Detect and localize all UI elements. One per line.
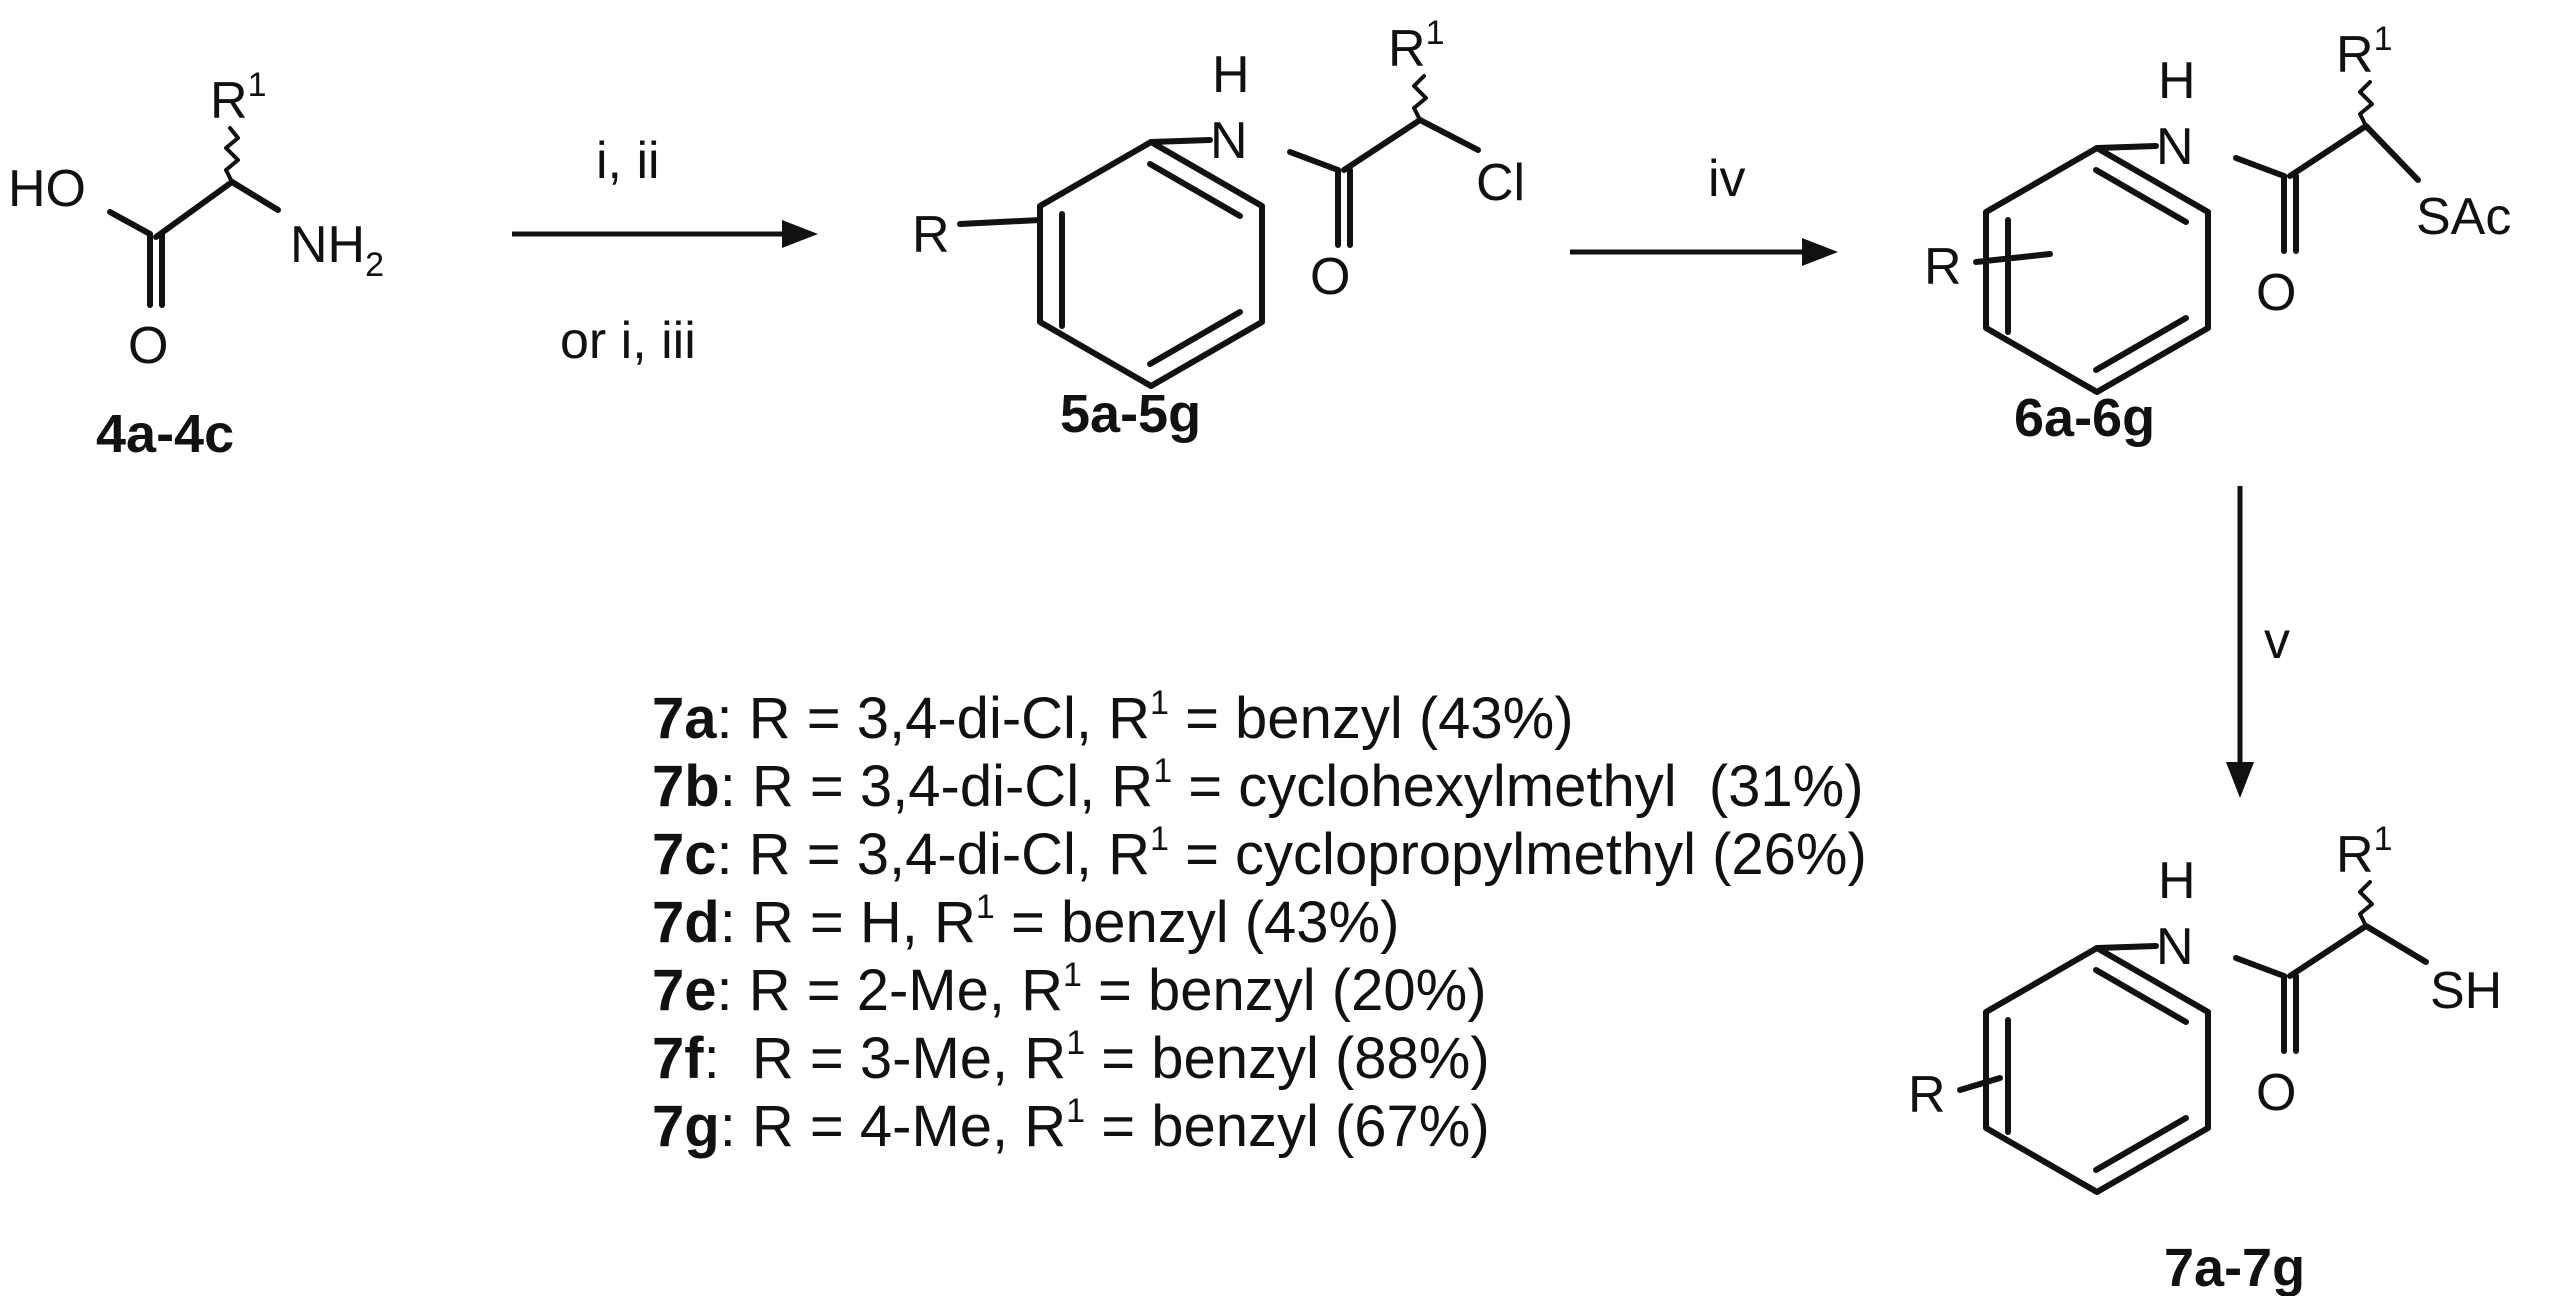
product-row-7d: 7d: R = H, R1 = benzyl (43%) (652, 888, 1399, 955)
ring-r-label: R (912, 206, 950, 264)
nh-hydrogen-label: H (2158, 852, 2196, 910)
carbonyl-oxygen-label: O (2256, 264, 2296, 322)
r1-label: R1 (1388, 14, 1444, 78)
hydroxyl-label: HO (8, 160, 86, 218)
nh-nitrogen-label: N (2156, 918, 2194, 976)
compound-5a-5g: H N O Cl R R1 5a-5g (912, 14, 1525, 444)
compound-id-6a-6g: 6a-6g (2014, 388, 2155, 448)
step1-reagents-below: or i, iii (560, 312, 696, 370)
nh-hydrogen-label: H (1212, 46, 1250, 104)
compound-id-5a-5g: 5a-5g (1060, 384, 1201, 444)
product-row-7g: 7g: R = 4-Me, R1 = benzyl (67%) (652, 1092, 1490, 1159)
compound-4-bonds (107, 126, 281, 308)
nh-nitrogen-label: N (1210, 112, 1248, 170)
carbonyl-oxygen-label: O (2256, 1064, 2296, 1122)
product-row-7c: 7c: R = 3,4-di-Cl, R1 = cyclopropylmethy… (652, 820, 1867, 887)
thiol-label: SH (2430, 962, 2502, 1020)
thioacetate-label: SAc (2416, 188, 2511, 246)
product-list: 7a: R = 3,4-di-Cl, R1 = benzyl (43%)7b: … (652, 684, 1867, 1159)
product-row-7b: 7b: R = 3,4-di-Cl, R1 = cyclohexylmethyl… (652, 752, 1864, 819)
r1-label: R1 (210, 66, 266, 130)
carbonyl-oxygen-label: O (128, 317, 168, 375)
ring-r-label: R (1908, 1066, 1946, 1124)
compound-5-bonds (957, 74, 1481, 389)
compound-4a-4c: HO O NH2 R1 4a-4c (8, 66, 384, 464)
compound-6a-6g: H N O SAc R R1 6a-6g (1924, 20, 2511, 448)
nh-nitrogen-label: N (2156, 118, 2194, 176)
amine-label: NH2 (290, 216, 384, 284)
ring-r-label: R (1924, 238, 1962, 296)
chlorine-label: Cl (1476, 154, 1525, 212)
product-row-7e: 7e: R = 2-Me, R1 = benzyl (20%) (652, 956, 1487, 1023)
carbonyl-oxygen-label: O (1310, 248, 1350, 306)
step2-reagent: iv (1708, 150, 1746, 208)
product-row-7f: 7f: R = 3-Me, R1 = benzyl (88%) (652, 1024, 1490, 1091)
compound-6-bonds (1973, 80, 2421, 395)
step3-reagent: v (2264, 612, 2290, 670)
product-row-7a: 7a: R = 3,4-di-Cl, R1 = benzyl (43%) (652, 684, 1574, 751)
compound-7-bonds (1957, 880, 2429, 1195)
r1-label: R1 (2336, 20, 2392, 84)
reaction-arrow-step1 (512, 220, 818, 248)
reaction-arrow-step2 (1570, 238, 1838, 266)
compound-id-4a-4c: 4a-4c (96, 404, 234, 464)
step1-reagents-above: i, ii (596, 132, 660, 190)
r1-label: R1 (2336, 820, 2392, 884)
nh-hydrogen-label: H (2158, 52, 2196, 110)
compound-id-7a-7g: 7a-7g (2164, 1238, 2305, 1296)
compound-7a-7g: H N O SH R R1 7a-7g (1908, 820, 2502, 1296)
reaction-arrow-step3 (2226, 486, 2254, 798)
